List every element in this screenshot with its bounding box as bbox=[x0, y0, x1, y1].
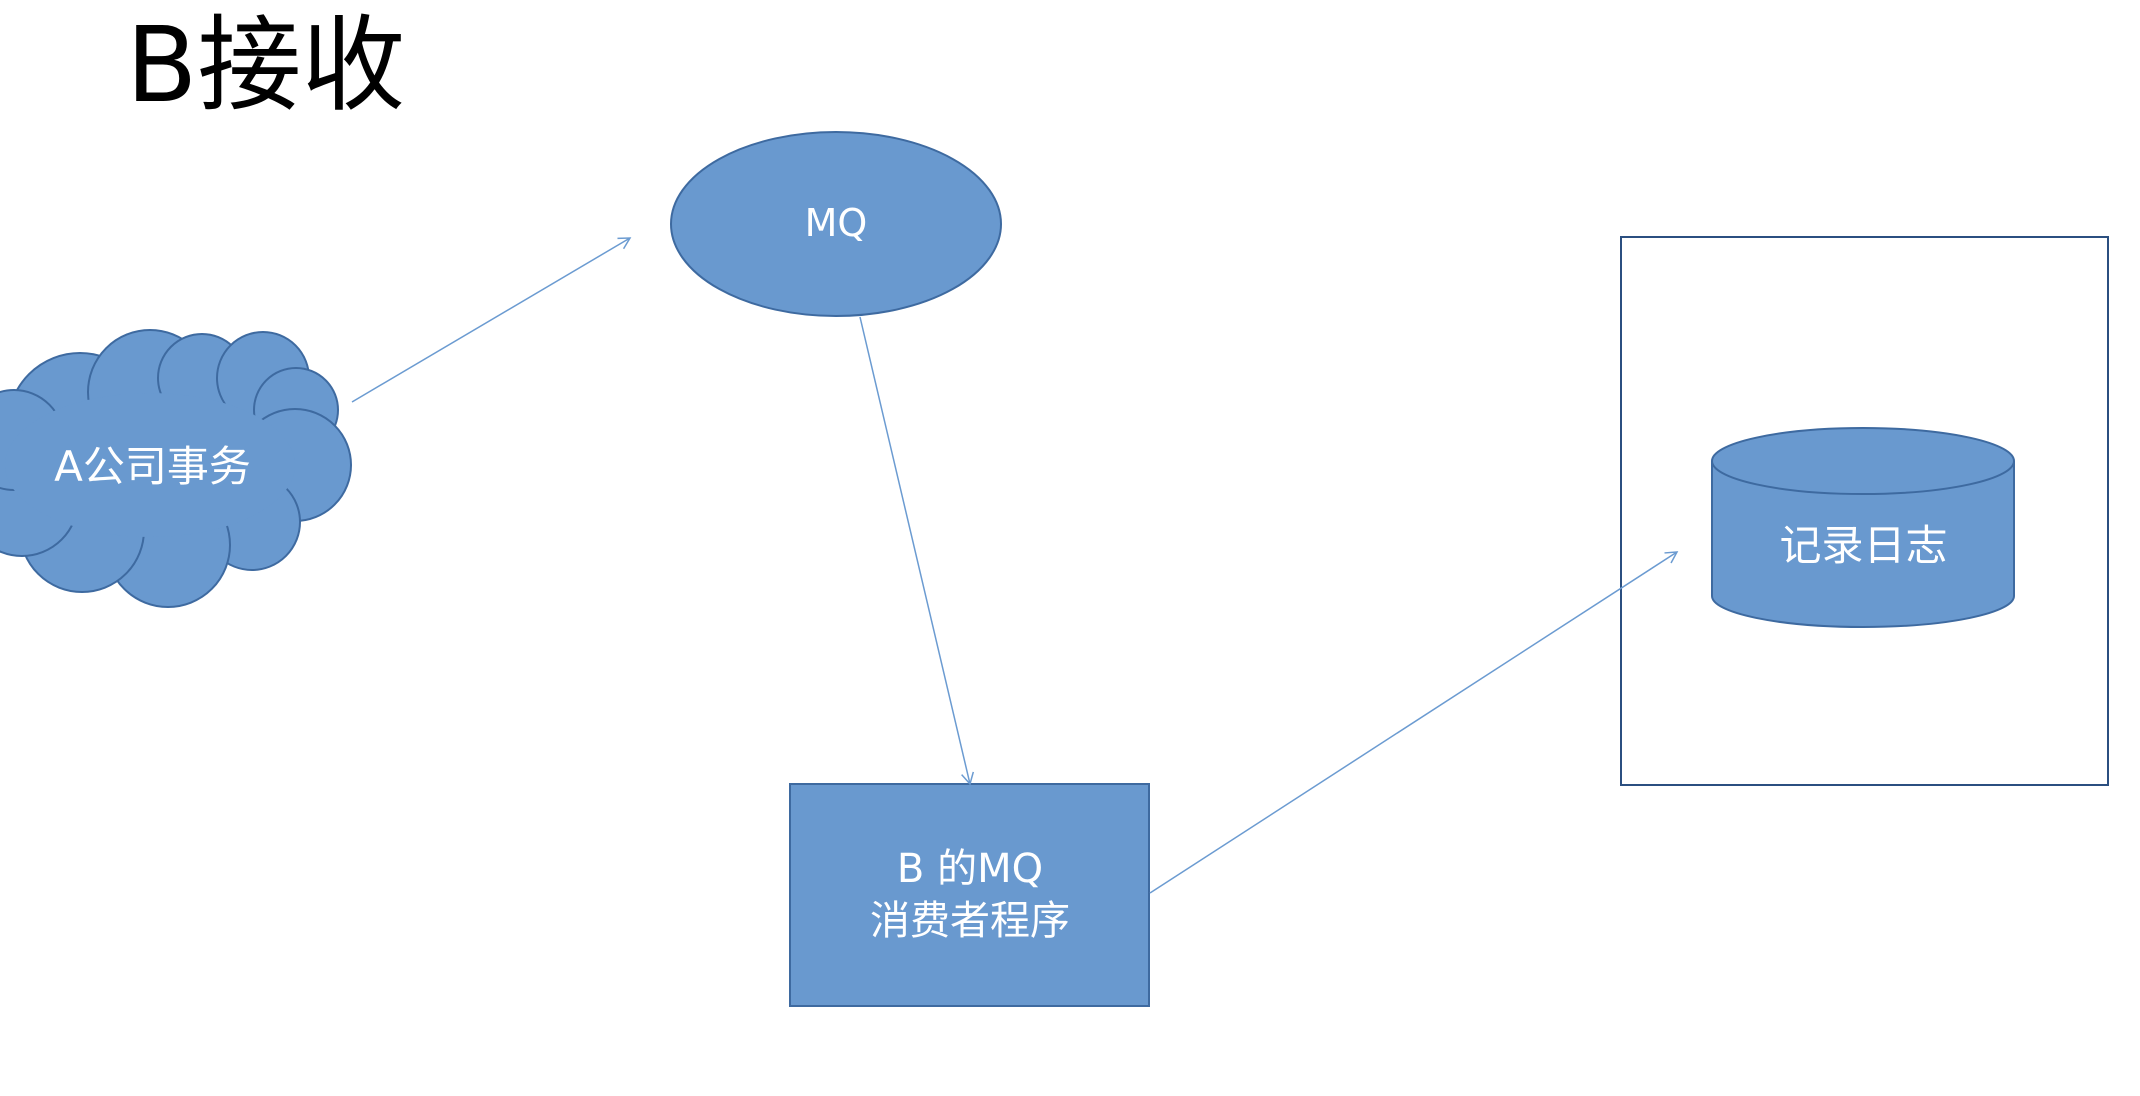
log-container-frame bbox=[1620, 236, 2109, 786]
arrow-cloud-to-mq bbox=[351, 237, 632, 403]
company-a-cloud bbox=[0, 329, 352, 608]
log-database-cylinder bbox=[1711, 427, 2015, 628]
arrow-consumer-to-log bbox=[1149, 551, 1679, 894]
slide-title: B接收 bbox=[126, 4, 406, 126]
consumer-box bbox=[789, 783, 1150, 1007]
arrow-mq-to-consumer bbox=[859, 316, 975, 786]
mq-ellipse bbox=[670, 131, 1002, 317]
